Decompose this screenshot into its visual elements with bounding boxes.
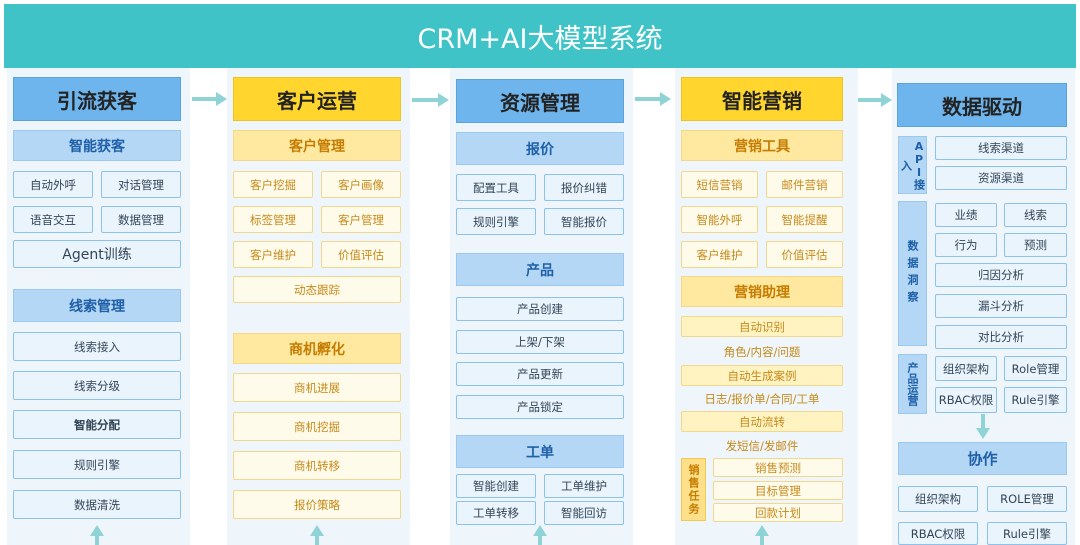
col2-section-opportunity-incubation: 商机孵化 (233, 333, 401, 364)
col2-item: 客户挖掘 (233, 171, 313, 198)
col3-section-product: 产品 (456, 253, 624, 286)
col2-item: 客户画像 (321, 171, 401, 198)
col4-list-item: 日志/报价单/合同/工单 (704, 391, 820, 406)
col1-section-smart-acquisition: 智能获客 (13, 130, 181, 161)
arrow-right-icon (635, 92, 671, 106)
col3-item: 配置工具 (456, 174, 536, 201)
col2-section-customer-management: 客户管理 (233, 130, 401, 161)
col5-item: 组织架构 (898, 486, 978, 512)
col2-list-item: 商机挖掘 (233, 412, 401, 441)
col5-item: 线索渠道 (935, 136, 1067, 160)
col5-item: 资源渠道 (935, 166, 1067, 190)
col4-list-item: 发短信/发邮件 (725, 438, 799, 453)
col5-section-collaboration: 协作 (898, 442, 1067, 475)
col3-list-item: 产品创建 (456, 297, 624, 321)
col5-item: 线索 (1004, 203, 1067, 227)
col4-item: 短信营销 (681, 171, 758, 198)
col3-list-item: 产品更新 (456, 362, 624, 386)
col3-section-work-order: 工单 (456, 435, 624, 468)
col1-list-item: 数据清洗 (13, 490, 181, 519)
col4-item: 价值评估 (766, 241, 843, 268)
col5-item: RBAC权限 (935, 387, 997, 413)
col2-dynamic-tracking: 动态跟踪 (233, 276, 401, 303)
arrow-right-icon (858, 93, 892, 107)
col4-list-item: 自动识别 (681, 316, 843, 337)
col3-item: 智能创建 (456, 474, 536, 498)
arrow-right-icon (412, 93, 449, 107)
col5-item: 行为 (935, 233, 997, 257)
col2-item: 客户管理 (321, 206, 401, 233)
col5-product-ops-label: 产品运营 (898, 354, 927, 414)
col4-header: 智能营销 (681, 77, 843, 121)
col3-item: 规则引擎 (456, 208, 536, 235)
col5-item: 业绩 (935, 203, 997, 227)
col4-section-marketing-tools: 营销工具 (681, 130, 843, 161)
col4-item: 智能外呼 (681, 206, 758, 233)
col4-sales-task-label: 销售任务 (681, 458, 706, 521)
col3-header: 资源管理 (456, 79, 624, 123)
col1-item: 自动外呼 (13, 171, 93, 198)
col4-task-item: 销售预测 (713, 458, 843, 477)
col3-list-item: 上架/下架 (456, 330, 624, 354)
col4-list-item: 自动生成案例 (681, 365, 843, 386)
col1-item: 对话管理 (101, 171, 181, 198)
col3-item: 智能回访 (544, 501, 624, 525)
col5-list-item: 归因分析 (935, 263, 1067, 287)
col1-header: 引流获客 (13, 77, 181, 121)
col5-header: 数据驱动 (897, 83, 1067, 127)
col1-section-lead-management: 线索管理 (13, 289, 181, 322)
col3-item: 工单转移 (456, 501, 536, 525)
col2-list-item: 商机进展 (233, 373, 401, 402)
col5-item: RBAC权限 (898, 522, 978, 545)
col2-header: 客户运营 (233, 77, 401, 121)
col1-item: 数据管理 (101, 206, 181, 233)
col1-item: 语音交互 (13, 206, 93, 233)
col3-section-quote: 报价 (456, 132, 624, 165)
col4-section-marketing-assistant: 营销助理 (681, 276, 843, 307)
col5-item: 组织架构 (935, 356, 997, 381)
col1-list-item: 智能分配 (13, 410, 181, 439)
col1-list-item: 线索接入 (13, 332, 181, 361)
col5-insight-label: 数据洞察 (898, 201, 927, 346)
arrow-right-icon (192, 92, 227, 106)
col2-item: 标签管理 (233, 206, 313, 233)
col5-item: ROLE管理 (987, 486, 1067, 512)
col3-item: 智能报价 (544, 208, 624, 235)
col3-item: 工单维护 (544, 474, 624, 498)
col1-list-item: 规则引擎 (13, 450, 181, 479)
col4-task-item: 回款计划 (713, 503, 843, 522)
col1-list-item: 线索分级 (13, 371, 181, 400)
col4-list-item: 自动流转 (681, 411, 843, 432)
col5-item: 预测 (1004, 233, 1067, 257)
col5-item: Rule引擎 (987, 522, 1067, 545)
col2-item: 价值评估 (321, 241, 401, 268)
col1-agent-training: Agent训练 (13, 240, 181, 268)
col3-item: 报价纠错 (544, 174, 624, 201)
col4-item: 客户维护 (681, 241, 758, 268)
col2-item: 客户维护 (233, 241, 313, 268)
col4-task-item: 目标管理 (713, 481, 843, 500)
col5-list-item: 漏斗分析 (935, 294, 1067, 318)
col2-list-item: 商机转移 (233, 451, 401, 480)
title-bar: CRM+AI大模型系统 (4, 4, 1076, 68)
col5-api-label: API接入 (898, 136, 927, 194)
col4-item: 智能提醒 (766, 206, 843, 233)
col3-list-item: 产品锁定 (456, 395, 624, 419)
col4-list-item: 角色/内容/问题 (723, 344, 801, 359)
page-title: CRM+AI大模型系统 (417, 23, 663, 55)
col5-item: Role管理 (1004, 356, 1067, 381)
col5-list-item: 对比分析 (935, 325, 1067, 349)
col4-item: 邮件营销 (766, 171, 843, 198)
col5-item: Rule引擎 (1004, 387, 1067, 413)
col2-list-item: 报价策略 (233, 490, 401, 519)
